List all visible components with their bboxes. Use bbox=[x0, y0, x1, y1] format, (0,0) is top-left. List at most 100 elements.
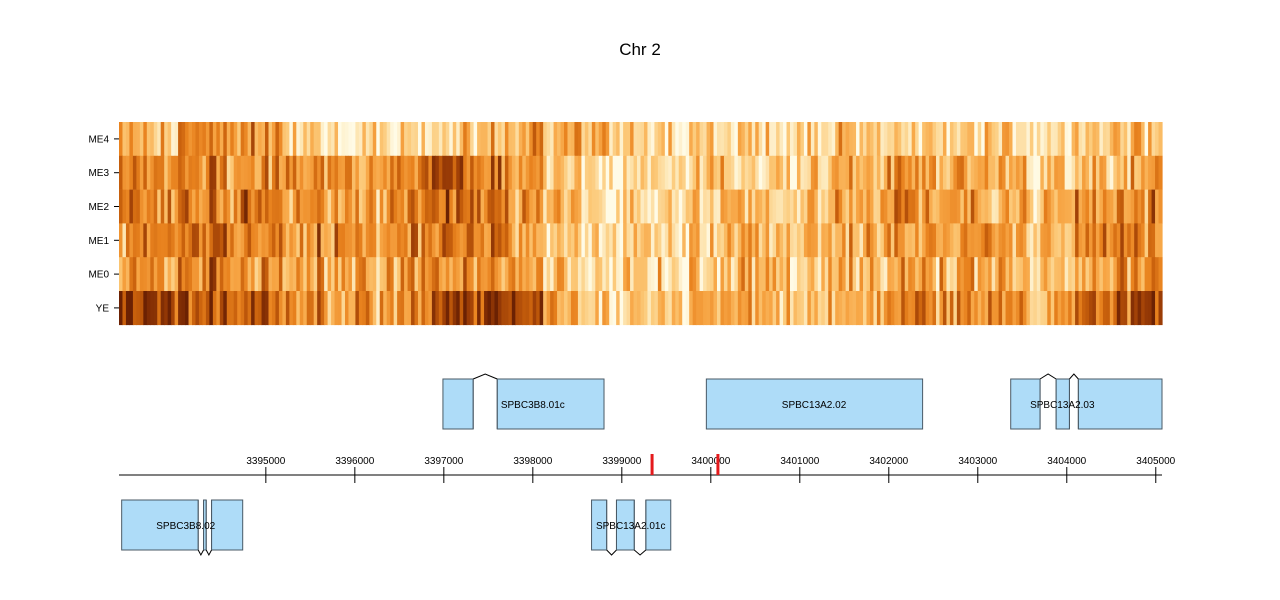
gene-exon bbox=[442, 378, 474, 430]
heatmap-cell bbox=[296, 291, 301, 326]
heatmap-cell bbox=[838, 122, 843, 157]
heatmap-cell bbox=[1071, 223, 1076, 258]
heatmap-cell bbox=[525, 122, 530, 157]
heatmap-cell bbox=[369, 189, 374, 224]
heatmap-cell bbox=[803, 291, 808, 326]
heatmap-cell bbox=[1002, 291, 1007, 326]
heatmap-cell bbox=[800, 223, 805, 258]
heatmap-cell bbox=[522, 223, 527, 258]
heatmap-cell bbox=[643, 257, 649, 292]
heatmap-cell bbox=[150, 122, 155, 157]
heatmap-cell bbox=[720, 189, 725, 224]
heatmap-cell bbox=[859, 291, 864, 326]
heatmap-cell bbox=[1141, 257, 1146, 292]
heatmap-cell bbox=[143, 291, 148, 326]
heatmap-cell bbox=[529, 291, 534, 326]
heatmap-cell bbox=[282, 155, 287, 190]
heatmap-cell bbox=[570, 223, 576, 258]
heatmap-cell bbox=[1009, 122, 1014, 157]
heatmap-cell bbox=[734, 189, 739, 224]
heatmap-cell bbox=[873, 257, 878, 292]
heatmap-cell bbox=[1102, 257, 1107, 292]
heatmap-cell bbox=[1019, 122, 1024, 157]
heatmap-cell bbox=[643, 155, 649, 190]
heatmap-cell bbox=[567, 291, 572, 326]
heatmap-cell bbox=[744, 257, 749, 292]
heatmap-cell bbox=[132, 223, 137, 258]
heatmap-cell bbox=[890, 189, 895, 224]
heatmap-cell bbox=[598, 189, 603, 224]
heatmap-cell bbox=[876, 257, 881, 292]
heatmap-cell bbox=[838, 257, 843, 292]
heatmap-cell bbox=[372, 257, 377, 292]
heatmap-cell bbox=[470, 291, 475, 326]
heatmap-cell bbox=[560, 223, 565, 258]
heatmap-cell bbox=[922, 291, 927, 326]
gene-label: SPBC13A2.03 bbox=[1030, 400, 1095, 411]
heatmap-cell bbox=[216, 257, 221, 292]
heatmap-cell bbox=[344, 257, 350, 292]
heatmap-cell bbox=[438, 189, 443, 224]
heatmap-cell bbox=[727, 155, 732, 190]
heatmap-cell bbox=[178, 257, 183, 292]
heatmap-cell bbox=[160, 122, 165, 157]
heatmap-cell bbox=[588, 155, 593, 190]
heatmap-cell bbox=[164, 155, 169, 190]
heatmap-cell bbox=[258, 291, 263, 326]
heatmap-cell bbox=[772, 189, 777, 224]
heatmap-cell bbox=[716, 122, 722, 157]
heatmap-cell bbox=[650, 189, 656, 224]
heatmap-cell bbox=[751, 291, 756, 326]
heatmap-cell bbox=[463, 189, 468, 224]
heatmap-cell bbox=[779, 257, 784, 292]
heatmap-cell bbox=[216, 155, 221, 190]
heatmap-cell bbox=[835, 155, 840, 190]
heatmap-cell bbox=[737, 155, 742, 190]
heatmap-cell bbox=[271, 122, 277, 157]
heatmap-cell bbox=[511, 155, 516, 190]
heatmap-cell bbox=[922, 223, 927, 258]
heatmap-cell bbox=[723, 257, 729, 292]
heatmap-cell bbox=[334, 122, 339, 157]
heatmap-cell bbox=[497, 223, 503, 258]
heatmap-cell bbox=[178, 122, 183, 157]
heatmap-cell bbox=[1144, 223, 1149, 258]
heatmap-cell bbox=[299, 189, 304, 224]
heatmap-cell bbox=[713, 122, 718, 157]
heatmap-cell bbox=[1033, 155, 1038, 190]
heatmap-cell bbox=[828, 223, 833, 258]
heatmap-cell bbox=[271, 257, 277, 292]
heatmap-cell bbox=[1054, 122, 1059, 157]
heatmap-cell bbox=[790, 257, 795, 292]
heatmap-cell bbox=[404, 223, 409, 258]
heatmap-cell bbox=[379, 189, 384, 224]
heatmap-cell bbox=[633, 155, 638, 190]
heatmap-cell bbox=[574, 223, 579, 258]
heatmap-cell bbox=[362, 189, 367, 224]
heatmap-cell bbox=[723, 122, 729, 157]
heatmap-cell bbox=[379, 122, 384, 157]
heatmap-cell bbox=[776, 155, 781, 190]
heatmap-cell bbox=[1022, 189, 1028, 224]
heatmap-cell bbox=[341, 122, 346, 157]
heatmap-cell bbox=[633, 189, 638, 224]
heatmap-cell bbox=[783, 223, 788, 258]
heatmap-cell bbox=[661, 189, 666, 224]
heatmap-cell bbox=[1130, 155, 1135, 190]
heatmap-cell bbox=[390, 223, 395, 258]
heatmap-cell bbox=[247, 155, 252, 190]
heatmap-cell bbox=[299, 122, 304, 157]
heatmap-cell bbox=[546, 223, 551, 258]
heatmap-cell bbox=[355, 155, 360, 190]
heatmap-cell bbox=[1123, 257, 1128, 292]
heatmap-cell bbox=[1134, 155, 1139, 190]
heatmap-cell bbox=[320, 155, 325, 190]
heatmap-cell bbox=[1130, 257, 1135, 292]
heatmap-cell bbox=[682, 189, 687, 224]
heatmap-cell bbox=[237, 223, 242, 258]
heatmap-cell bbox=[393, 291, 398, 326]
heatmap-cell bbox=[449, 189, 454, 224]
heatmap-cell bbox=[647, 189, 652, 224]
heatmap-cell bbox=[428, 122, 433, 157]
heatmap-cell bbox=[1043, 122, 1048, 157]
